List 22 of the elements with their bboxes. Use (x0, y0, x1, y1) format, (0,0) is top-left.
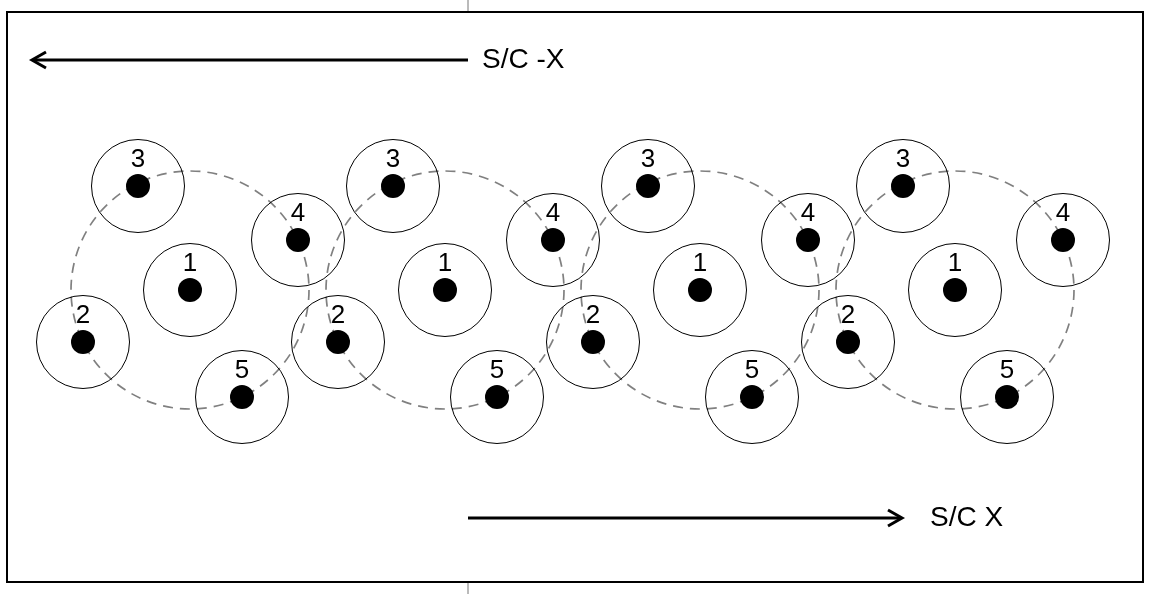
circle-number: 5 (489, 356, 505, 382)
circle-number: 1 (437, 249, 453, 275)
circle-number: 3 (385, 145, 401, 171)
circle-number: 5 (999, 356, 1015, 382)
circle-number: 4 (545, 199, 561, 225)
circle-number: 4 (1055, 199, 1071, 225)
circle-number: 5 (234, 356, 250, 382)
circle-number: 3 (640, 145, 656, 171)
circle-number: 1 (692, 249, 708, 275)
circle-number: 2 (585, 301, 601, 327)
axis-label: S/C -X (482, 43, 565, 75)
circle-number: 4 (290, 199, 306, 225)
circle-number: 2 (330, 301, 346, 327)
circle-number: 3 (130, 145, 146, 171)
axis-label: S/C X (930, 501, 1004, 533)
circle-number: 5 (744, 356, 760, 382)
circle-number: 3 (895, 145, 911, 171)
circle-number: 4 (800, 199, 816, 225)
circle-number: 1 (182, 249, 198, 275)
circle-number: 1 (947, 249, 963, 275)
circle-number: 2 (840, 301, 856, 327)
circle-number: 2 (75, 301, 91, 327)
